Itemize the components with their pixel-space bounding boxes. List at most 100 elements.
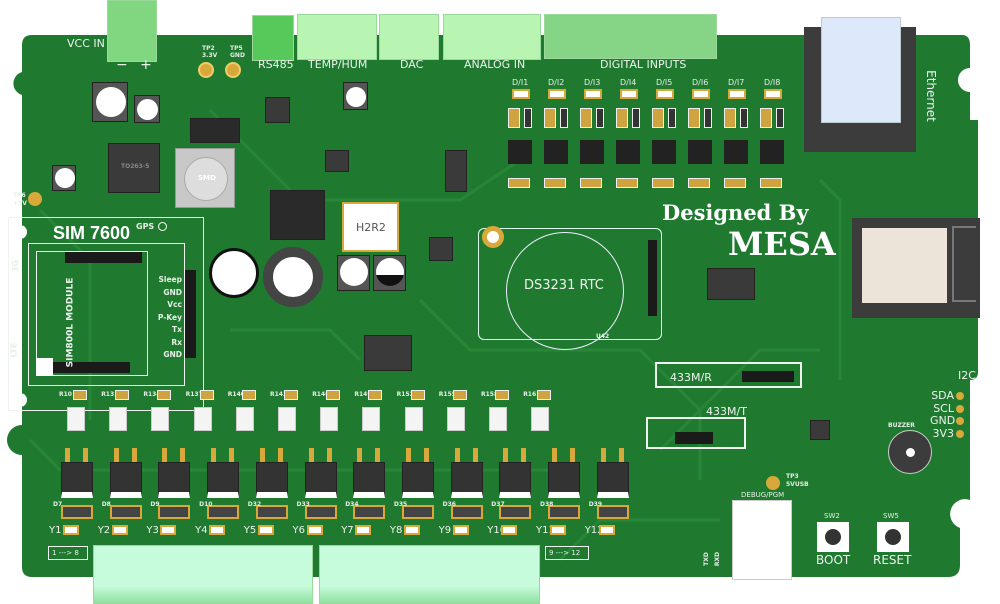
optocoupler [278,407,296,431]
resistor [580,108,592,128]
resistor [368,390,383,400]
diode-label: D8 [101,501,111,508]
diode [255,505,288,519]
mosfet [61,462,93,498]
analog-in-terminal[interactable] [443,14,541,60]
resistor-label: R149 [354,391,372,398]
i2c-pin-pad [956,429,964,438]
output-terminal-9-12[interactable] [319,545,540,604]
boot-label: BOOT [816,553,851,567]
output-led [306,525,323,535]
digital-input-label: D/I2 [548,78,565,87]
mosfet-pin [552,448,557,462]
sim-pin-label: Sleep [158,275,182,284]
resistor [760,108,772,128]
reset-button[interactable] [877,522,909,552]
output-led [598,525,615,535]
digital-input-led [656,89,674,99]
resistor [115,390,130,400]
sim-pin-label: GND [163,350,182,359]
ic-u43 [707,268,755,300]
mosfet-pin [454,448,460,462]
output-label: Y11 [536,525,555,536]
i2c-pin-pad [956,392,964,400]
output-led [355,525,372,535]
resistor [524,108,532,128]
output-label: Y9 [438,525,452,536]
inductor-l3: SMD [175,148,235,208]
mosfet [109,462,142,498]
optocoupler [151,407,170,431]
tp6-pad [28,192,42,206]
mounting-hole [13,393,27,407]
diode-label: D39 [588,501,603,508]
diode [158,505,191,519]
output-label: Y2 [97,525,111,536]
resistor [326,390,341,400]
output-led [111,525,128,535]
resistor-label: R152 [396,391,414,398]
mounting-hole [482,226,504,248]
lte-led [12,361,21,370]
optocoupler [404,407,423,431]
tp6-value: +5V [13,200,27,207]
output-led [160,525,177,535]
sim-pin-label: P-Key [157,312,182,322]
optocoupler [67,407,85,431]
esp32-module [852,218,980,318]
designer-name: MESA [728,225,836,263]
mosfet [450,462,483,498]
mosfet-pin [618,448,624,462]
vcc-in-label: VCC IN [67,37,105,50]
ethernet-jack[interactable] [821,17,901,123]
boot-button[interactable] [817,522,849,552]
sim-pin-label: Vcc [167,300,182,309]
capacitor-c39 [209,248,259,298]
diode [353,505,386,519]
capacitor-c53 [92,82,128,122]
mosfet-pin [308,448,314,462]
vcc-in-terminal[interactable] [107,0,157,62]
digital-input-label: D/I8 [764,78,781,87]
ic-u49 [325,150,349,172]
mosfet [207,462,240,498]
diode-label: D9 [150,501,160,508]
diode-label: D37 [491,501,505,508]
diode-label: D10 [199,501,213,508]
dac-terminal[interactable] [379,14,439,60]
analog-in-label: ANALOG IN [464,58,526,71]
optocoupler [508,140,532,164]
3g-label: 3G [11,259,21,273]
resistor-label: R146 [312,391,330,398]
digital-input-led [548,89,566,99]
mosfet-pin [277,448,283,462]
output-terminal-1-8[interactable] [93,545,313,604]
digital-inputs-terminal[interactable] [544,14,717,59]
resistor [632,108,640,128]
out-right-box: 9 ---> 12 [545,546,589,560]
output-led [257,525,274,535]
optocoupler [580,140,604,164]
resistor [73,390,87,400]
rtc-battery-outline [506,232,624,350]
rs485-terminal[interactable] [252,15,294,61]
resistor [776,108,784,128]
mosfet-pin [113,448,119,462]
out-left-label: 1 ---> 8 [52,549,79,557]
digital-input-led [584,89,602,99]
output-label: Y3 [146,525,159,536]
vcc-plus-label: + [140,57,152,73]
resistor [199,390,214,400]
mosfet-pin [326,448,332,462]
resistor-label: R134 [143,391,161,398]
resistor-label: R10 [59,391,72,398]
resistor-pair [616,178,638,188]
resistor [560,108,568,128]
resistor-label: R143 [270,391,288,398]
tp2-label: TP2 [202,45,215,52]
debug-usb-port[interactable] [732,500,792,580]
temp-hum-terminal[interactable] [297,14,377,60]
capacitor-c65 [373,255,406,291]
tp2-pad [198,62,214,78]
diode-label: D38 [540,501,554,508]
